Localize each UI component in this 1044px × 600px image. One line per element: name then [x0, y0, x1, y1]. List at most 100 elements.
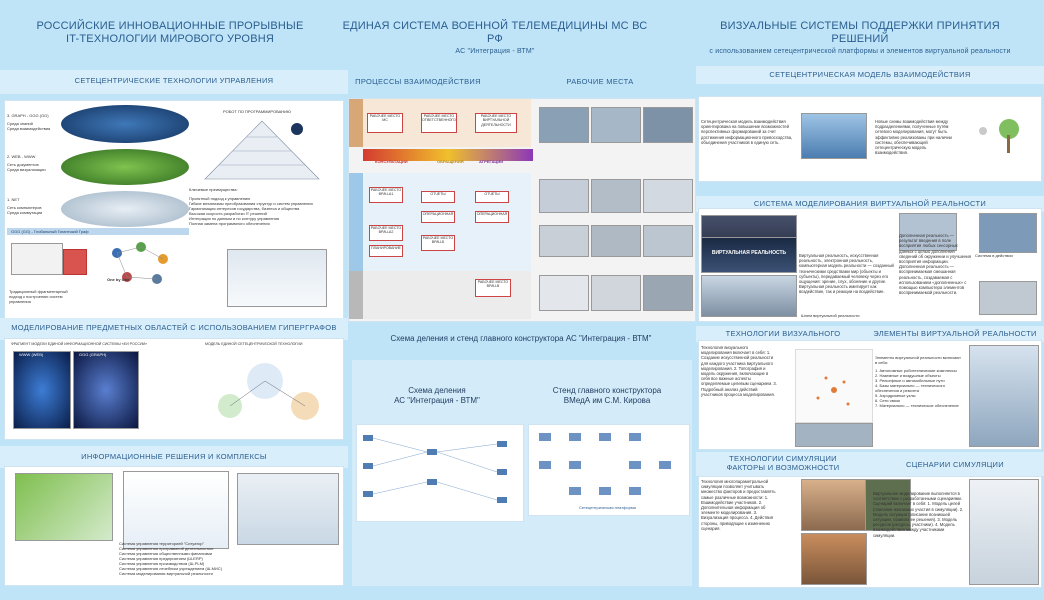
netmodel-panel: Сетецентрическая модель взаимодействия о…: [698, 96, 1042, 182]
flow-aggregation: АГРЕГАЦИИ: [479, 159, 504, 164]
netmodel-right-text: Новые схемы взаимодействия между подразд…: [875, 119, 952, 156]
sim-image-2: [801, 533, 867, 585]
traditional-caption-line: подход к построению систем: [9, 294, 63, 299]
sim-scenarios-title: СЦЕНАРИИ СИМУЛЯЦИИ: [906, 460, 1004, 469]
vr-panel: ВИРТУАЛЬНАЯ РЕАЛЬНОСТЬ Виртуальная реаль…: [698, 208, 1042, 322]
right-header-sub: с использованием сетецентрической платфо…: [709, 48, 1011, 55]
vr-element-item: 2. Наземные и воздушные объекты: [875, 373, 941, 378]
proc-box-operating-1: ОПЕРАЦИОННАЯ: [421, 211, 455, 223]
sim-image-1: [801, 479, 867, 531]
solution-item: Система управления программной деятельно…: [119, 546, 214, 551]
platform-graph: [539, 433, 671, 495]
proc-box-reports-2: ОТЧЕТЫ: [475, 191, 509, 203]
layer-net-sub2: Среда коммутации: [7, 210, 43, 215]
sim-band: [696, 452, 1044, 476]
right-header: ВИЗУАЛЬНЫЕ СИСТЕМЫ ПОДДЕРЖКИ ПРИНЯТИЯ РЕ…: [690, 20, 1030, 56]
layer-graph-name: 3. GRAPH - GGG (GG): [7, 113, 49, 118]
vr-element-item: 1. Автономные роботехнические комплексы: [875, 368, 957, 373]
traditional-caption: Традиционный фрагментарный подход к пост…: [9, 289, 89, 304]
web-layer-ellipse: [61, 149, 189, 185]
ggg-label: GGG (GRAPH): [79, 352, 107, 357]
sim-panel: Технология многопараметральной симуляции…: [698, 476, 1042, 588]
vr-action-image: [979, 213, 1037, 253]
workplace-photo: [591, 275, 641, 311]
division-scheme-graph: [363, 435, 507, 503]
solution-item: Система управления лечебным учреждением …: [119, 566, 223, 571]
advantage-item: Полная замена программного обеспечения: [189, 221, 270, 226]
solutions-band: [0, 446, 348, 468]
layer-net-name: 1. NET: [7, 197, 20, 202]
tree-network-icon: [979, 119, 1019, 153]
territory-map-screenshot: [15, 473, 113, 541]
vr-elements-title: ЭЛЕМЕНТЫ ВИРТУАЛЬНОЙ РЕАЛЬНОСТИ: [873, 329, 1037, 338]
fragment-docs-image: [11, 243, 63, 275]
workplace-photo: [591, 225, 641, 257]
platform-caption: Сетецентрическая платформа: [579, 505, 636, 510]
sim-tech-title-line: ТЕХНОЛОГИИ СИМУЛЯЦИИ: [729, 454, 837, 463]
workplace-photo: [643, 225, 693, 257]
workplace-photo: [539, 225, 589, 257]
workplace-photo: [643, 275, 693, 311]
netmodel-band: [696, 66, 1044, 84]
visual-band: [696, 326, 1044, 342]
visual-model-image: [795, 423, 873, 447]
traditional-caption-line: Традиционный фрагментарный: [9, 289, 68, 294]
flow-consult: КОНСУЛЬТАЦИИ: [375, 159, 408, 164]
one-by-one-graph: [112, 242, 168, 284]
vr-modeling-title: СИСТЕМА МОДЕЛИРОВАНИЯ ВИРТУАЛЬНОЙ РЕАЛЬН…: [753, 199, 987, 208]
info-solutions-title: ИНФОРМАЦИОННЫЕ РЕШЕНИЯ И КОМПЛЕКСЫ: [81, 452, 267, 461]
sim-scenarios-text: Виртуальное моделирование выполняется в …: [873, 491, 964, 538]
workplace-photo: [539, 179, 589, 213]
flow-bar: [363, 149, 533, 161]
processes-panel: РАБОЧЕЕ МЕСТО МС РАБОЧЕЕ МЕСТО ОТВЕТСТВЕ…: [348, 98, 696, 322]
vr-simulator-image: [979, 281, 1037, 315]
advantage-item: Высокая скорость разработки IT решений: [189, 211, 267, 216]
scheme-left-caption: Схема деления АС "Интеграция - ВТМ": [352, 386, 522, 406]
netcentric-model-title: СЕТЕЦЕНТРИЧЕСКАЯ МОДЕЛЬ ВЗАИМОДЕЙСТВИЯ: [769, 70, 971, 79]
center-header-title: ЕДИНАЯ СИСТЕМА ВОЕННОЙ ТЕЛЕМЕДИЦИНЫ МС В…: [342, 20, 648, 45]
layer-net-label: 1. NET Сеть компьютеров Среда коммутации: [7, 197, 59, 215]
layer-graph-sub2: Среда взаимодействия: [7, 126, 51, 131]
vr-headset-image: [701, 275, 797, 317]
scheme-left-line: АС "Интеграция - ВТМ": [394, 396, 480, 405]
ggg-graph-image: [73, 351, 139, 429]
lane-top-label: [349, 99, 363, 147]
netmodel-left-text: Сетецентрическая модель взаимодействия о…: [701, 119, 793, 145]
scheme-right-line: ВМедА им С.М. Кирова: [563, 396, 651, 405]
layer-web-label: 2. WEB - WWW Сеть документов Среда визуа…: [7, 154, 59, 172]
left-section-band: [0, 70, 348, 94]
solution-item: Система управления общественными финанса…: [119, 551, 213, 556]
workplace-photo: [539, 275, 589, 311]
advantage-item: Гармонизация интересов государства, бизн…: [189, 206, 300, 211]
sim-tech-title: ТЕХНОЛОГИИ СИМУЛЯЦИИ ФАКТОРЫ И ВОЗМОЖНОС…: [698, 454, 868, 472]
workplace-photo: [539, 107, 589, 143]
vr-banner-text: ВИРТУАЛЬНАЯ РЕАЛЬНОСТЬ: [711, 250, 787, 256]
left-header-line2: IT-ТЕХНОЛОГИИ МИРОВОГО УРОВНЯ: [65, 33, 275, 45]
advantage-item: Интеграция по данным и по контуру управл…: [189, 216, 280, 221]
programming-pyramid: [204, 120, 320, 180]
center-header: ЕДИНАЯ СИСТЕМА ВОЕННОЙ ТЕЛЕМЕДИЦИНЫ МС В…: [340, 20, 650, 56]
center-header-sub: АС "Интеграция - ВТМ": [455, 48, 535, 55]
right-header-title: ВИЗУАЛЬНЫЕ СИСТЕМЫ ПОДДЕРЖКИ ПРИНЯТИЯ РЕ…: [720, 20, 1000, 45]
advantages-block: Ключевые преимущества: Проектный подход …: [189, 187, 339, 226]
vr-elements-block: Элементы виртуальной реальности включают…: [875, 355, 963, 408]
proc-box-responsible: РАБОЧЕЕ МЕСТО ОТВЕТСТВЕННОГО: [421, 113, 457, 133]
proc-box-doctor-a1: РАБОЧЕЕ МЕСТО ВРАЧ-А1: [369, 187, 403, 203]
vr-caption-headset: Шлем виртуальной реальности: [801, 313, 860, 318]
proc-box-doctor-v: РАБОЧЕЕ МЕСТО ВРАЧ-В: [475, 279, 511, 297]
netmodel-icons: [971, 111, 1035, 161]
vr-right-text: Дополненная реальность — результат введе…: [899, 233, 972, 296]
robot-caption: РОБОТ ПО ПРОГРАММИРОВАНИЮ: [223, 109, 292, 114]
proc-box-doctor-a2: РАБОЧЕЕ МЕСТО ВРАЧ-А2: [369, 225, 403, 241]
layer-web-name: 2. WEB - WWW: [7, 154, 36, 159]
left-header: РОССИЙСКИЕ ИННОВАЦИОННЫЕ ПРОРЫВНЫЕ IT-ТЕ…: [30, 20, 310, 46]
fragment-icon-red: [63, 249, 87, 275]
layer-graph-sub1: Среда знаний: [7, 121, 33, 126]
proc-box-doctor-b: РАБОЧЕЕ МЕСТО ВРАЧ-Б: [421, 235, 455, 251]
scheme-right-line: Стенд главного конструктора: [552, 386, 662, 395]
ggg-caption: GGG (GG) - Глобальный Гигантский Граф: [7, 228, 189, 235]
visual-text: Технология визуального моделирования вкл…: [701, 345, 777, 397]
net-layer-ellipse: [61, 191, 189, 227]
netcentric-tech-title: СЕТЕЦЕНТРИЧЕСКИЕ ТЕХНОЛОГИИ УПРАВЛЕНИЯ: [74, 76, 274, 85]
sim-text: Технология многопараметральной симуляции…: [701, 479, 776, 531]
